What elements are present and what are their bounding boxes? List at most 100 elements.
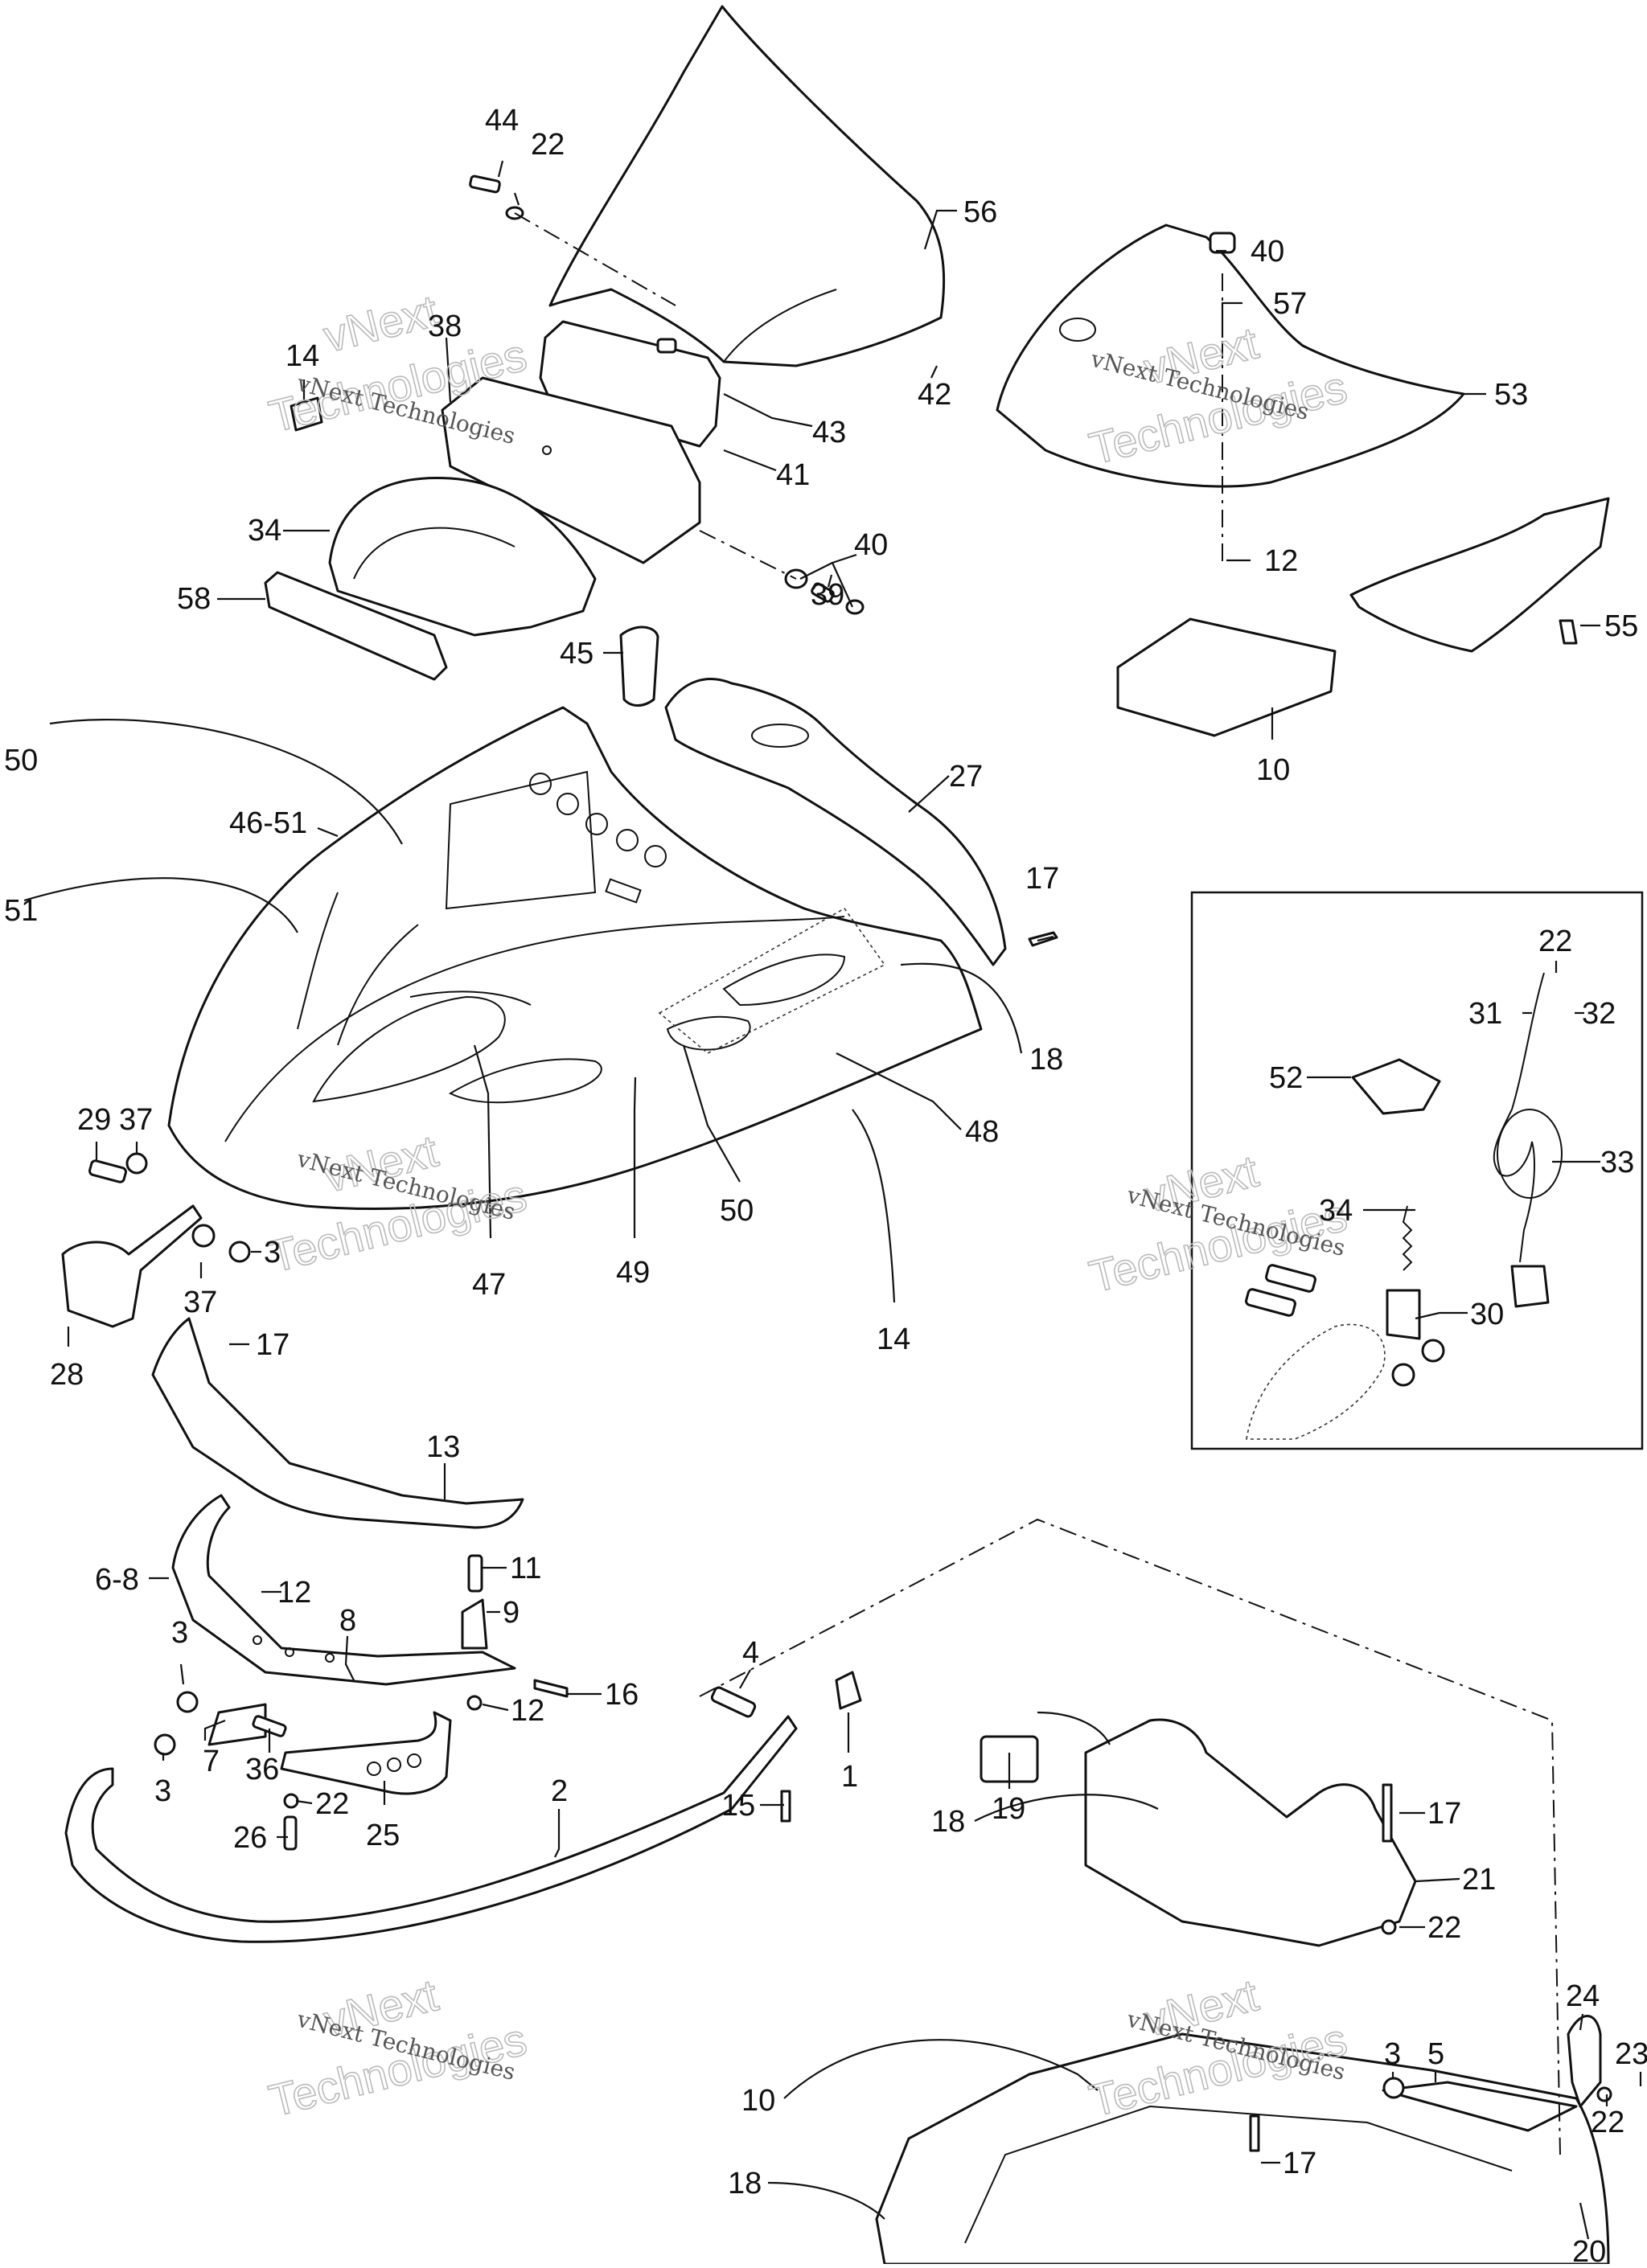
nose-panel-part [151,1317,524,1529]
callout-label: 18 [728,2167,762,2200]
callout-label: 33 [1600,1146,1634,1179]
callout-label: 44 [485,104,519,137]
callout-label: 10 [741,2084,775,2118]
rivet-part [780,1790,791,1823]
cable-part [1493,972,1545,1263]
cowl-part [996,224,1465,488]
plate-part [280,1711,452,1795]
callout-label: 28 [50,1358,84,1392]
callout-label: 3 [171,1616,188,1650]
callout-label: 52 [1269,1061,1303,1095]
callout-label: 6-8 [95,1563,139,1597]
callout-label: 25 [366,1819,400,1852]
callout-label: 58 [177,582,211,616]
callout-label: 38 [428,310,462,343]
callout-label: 50 [4,744,38,777]
callout-label: 3 [154,1774,171,1808]
svg-text:vNext: vNext [318,285,443,362]
callout-label: 19 [992,1792,1025,1826]
callout-label: 32 [1582,997,1616,1031]
bolt-part [469,174,501,194]
callout-label: 8 [339,1604,356,1638]
callout-label: 11 [510,1552,541,1585]
callout-label: 40 [1251,235,1284,269]
callout-label: 42 [918,378,951,412]
rivet-part [1382,1783,1393,1843]
bolt-part [1265,1264,1316,1293]
callout-label: 31 [1468,997,1502,1031]
callout-label: 5 [1427,2037,1444,2071]
callout-label: 20 [1572,2235,1606,2264]
callout-label: 41 [776,458,810,492]
callout-label: 37 [183,1286,217,1319]
spring-part [1402,1205,1413,1271]
rivet-part [533,1679,569,1698]
callout-label: 10 [1256,753,1290,787]
callout-label: 1 [841,1760,858,1794]
callout-label: 15 [721,1789,755,1823]
callout-label: 49 [616,1256,650,1290]
callout-labels: 44 22 56 40 57 14 38 43 42 53 41 34 40 3… [4,104,1647,2268]
rivet-part [1249,2114,1260,2152]
clip-part [290,396,323,432]
callout-label: 17 [1283,2147,1316,2180]
callout-label: 22 [315,1787,349,1821]
callout-label: 18 [1029,1043,1063,1077]
callout-label: 3 [1384,2037,1401,2071]
callout-label: 7 [203,1745,220,1778]
callout-label: 14 [285,339,319,373]
bracket-part [1567,2015,1602,2108]
callout-label: 22 [1427,1911,1461,1945]
callout-label: 21 [1462,1863,1496,1897]
callout-label: 17 [1025,862,1059,896]
callout-label: 55 [1604,609,1638,643]
callout-label: 12 [511,1694,544,1728]
callout-label: 57 [1273,287,1307,321]
callout-label: 51 [4,894,38,928]
side-panel-part [1084,1718,1417,1947]
callout-label: 34 [248,514,281,548]
nut-part [1209,232,1236,254]
callout-label: 47 [472,1268,506,1302]
callout-label: 40 [854,528,888,562]
callout-label: 2 [551,1774,568,1808]
callout-label: 24 [1566,1979,1600,2013]
windshield-part [548,5,946,367]
bracket-part [1351,1058,1441,1115]
callout-label: 4 [742,1636,759,1670]
callout-label: 56 [963,195,997,229]
callout-label: 37 [119,1103,153,1137]
callout-label: 23 [1615,2037,1647,2071]
bolt-part [252,1715,287,1737]
callout-label: 17 [1427,1797,1461,1831]
callout-label: 13 [426,1430,460,1464]
callout-label: 16 [605,1678,639,1712]
callout-label: 39 [811,578,844,612]
callout-label: 48 [965,1115,999,1149]
callout-label: 27 [949,760,983,794]
air-duct-part [664,678,1007,966]
callout-label: 9 [503,1596,520,1630]
callout-label: 3 [264,1236,281,1269]
callout-label: 34 [1319,1194,1353,1228]
screw-part [811,582,835,603]
callout-label: 36 [245,1753,279,1786]
callout-label: 12 [1264,544,1298,578]
handle-part [61,1204,203,1328]
callout-label: 22 [1538,925,1572,958]
console-part [328,476,597,637]
screw-part [283,1815,298,1851]
bolt-part [710,1686,757,1718]
callout-label: 14 [877,1323,910,1356]
bracket-part [207,1703,267,1746]
screw-part [1559,619,1578,645]
callout-label: 53 [1494,378,1528,412]
callout-label: 46-51 [229,806,307,840]
bumper-part [171,1494,516,1686]
rail-part [1382,2081,1578,2132]
bolt-part [88,1159,127,1183]
part-drawings [61,5,1644,2266]
bumper-pad-part [264,571,448,681]
callout-label: 43 [812,416,846,449]
